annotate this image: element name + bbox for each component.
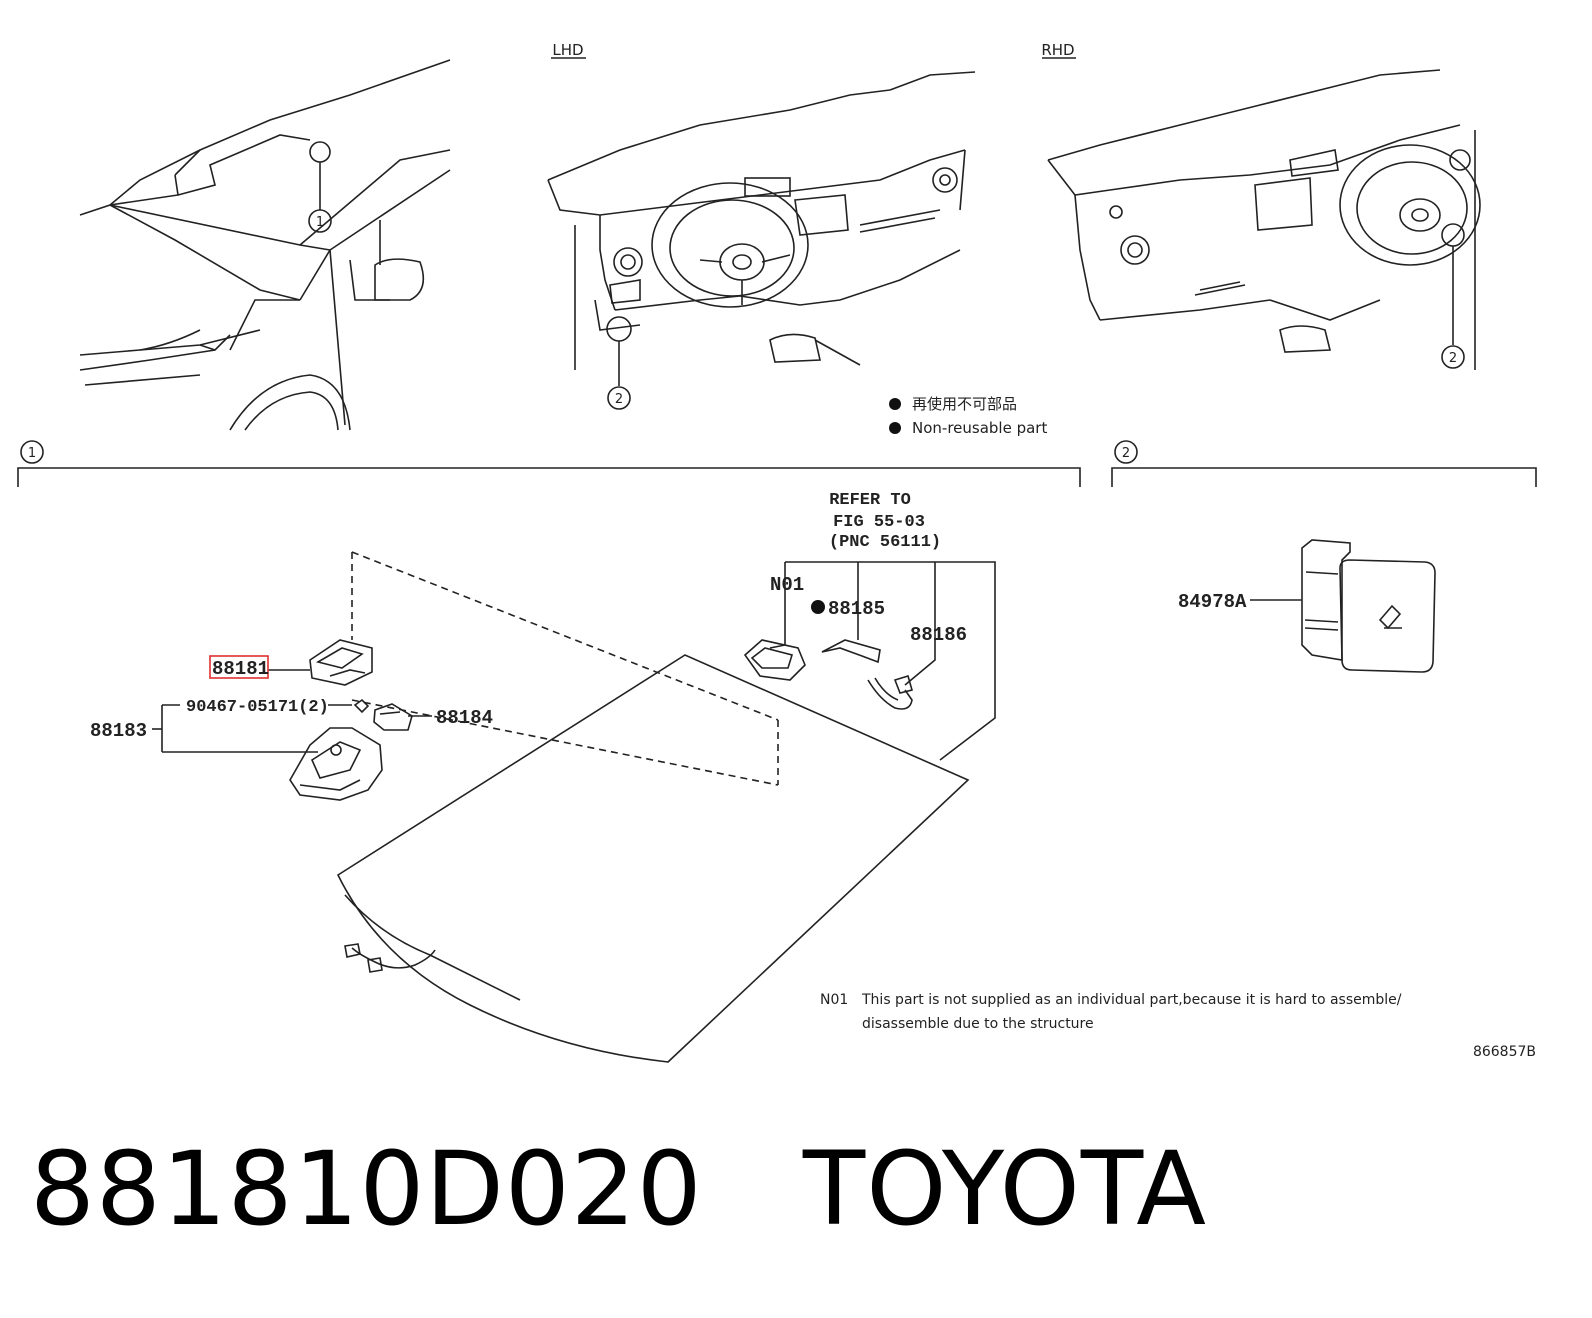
part-label-88185[interactable]: 88185: [828, 598, 885, 620]
part-N01-shape: [743, 639, 806, 681]
note-line-1: This part is not supplied as an individu…: [861, 992, 1402, 1008]
non-reusable-dot: [811, 600, 825, 614]
part-label-88183[interactable]: 88183: [90, 720, 147, 742]
refer-line-1: REFER TO: [829, 491, 911, 510]
part-88185-shape: [821, 639, 881, 664]
callout-2-lhd-label: 2: [615, 392, 623, 407]
part-label-84978A[interactable]: 84978A: [1178, 591, 1247, 613]
car-windshield-view: 1: [79, 59, 451, 431]
section-2-label: 2: [1122, 446, 1130, 461]
lhd-label: LHD: [552, 41, 583, 59]
part-88181-shape: [309, 639, 373, 686]
part-label-88184[interactable]: 88184: [436, 707, 493, 729]
windshield-glass: [336, 654, 970, 1063]
part-88186-shape: [867, 679, 913, 710]
part-label-N01[interactable]: N01: [770, 574, 804, 596]
section-1-header: 1: [17, 440, 1081, 487]
screw-90467-shape: [353, 698, 370, 714]
highlight-box-88181: [209, 655, 269, 679]
callout-1-label: 1: [316, 215, 324, 230]
note-line-2: disassemble due to the structure: [862, 1016, 1094, 1032]
figure-id: 866857B: [1473, 1044, 1536, 1060]
note-code: N01: [820, 992, 848, 1008]
part-88184-shape: [373, 703, 413, 731]
part-label-88181[interactable]: 88181: [212, 658, 269, 680]
footer-brand: TOYOTA: [802, 1130, 1208, 1249]
section-2-header: 2: [1111, 440, 1537, 487]
section-1-label: 1: [28, 446, 36, 461]
part-88183-shape: [289, 727, 383, 801]
section-2-drawing: [1250, 539, 1436, 673]
refer-line-3: (PNC 56111): [829, 533, 941, 552]
rhd-dashboard-view: RHD 2: [1041, 41, 1481, 370]
legend-cn: 再使用不可部品: [912, 395, 1017, 413]
lhd-dashboard-view: LHD 2 再使用不可部品 Non-reusa: [547, 41, 1047, 437]
switch-84978A-shape: [1301, 539, 1351, 661]
section-1-drawing: [152, 551, 996, 1063]
legend-en: Non-reusable part: [912, 419, 1047, 437]
footer-caption: 881810D020 TOYOTA: [30, 1130, 1207, 1249]
part-label-90467[interactable]: 90467-05171(2): [186, 698, 329, 717]
footer-part-number: 881810D020: [30, 1130, 703, 1249]
callout-2-rhd-label: 2: [1449, 351, 1457, 366]
refer-line-2: FIG 55-03: [833, 513, 925, 532]
rhd-label: RHD: [1041, 41, 1074, 59]
part-label-88186[interactable]: 88186: [910, 624, 967, 646]
